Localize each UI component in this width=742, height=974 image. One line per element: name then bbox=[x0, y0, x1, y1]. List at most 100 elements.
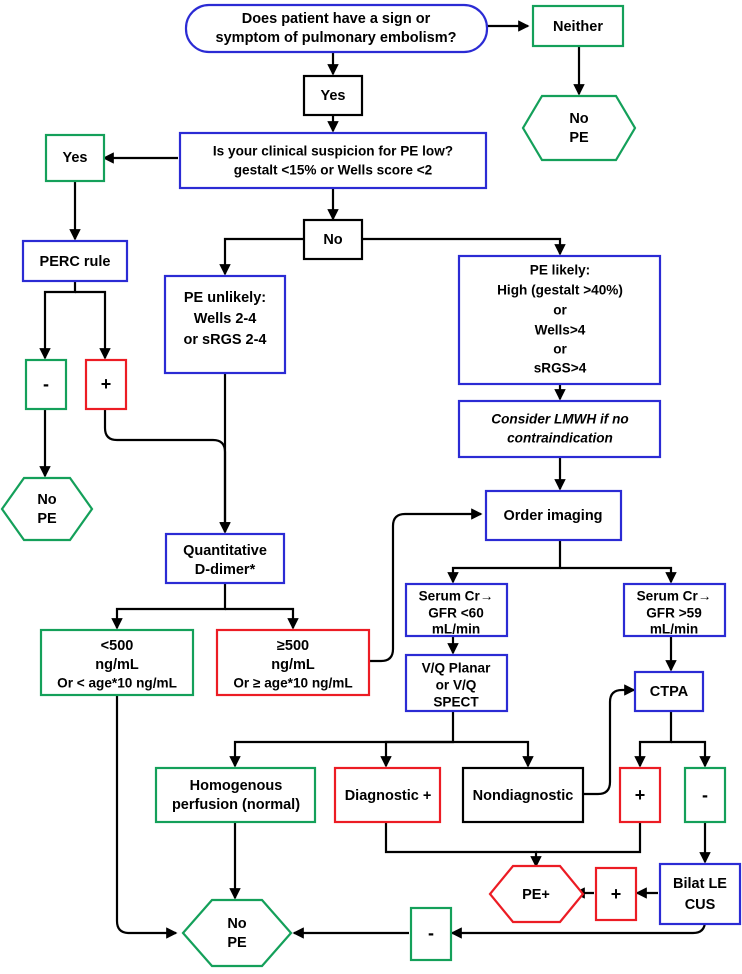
vq-line1: V/Q Planar bbox=[422, 661, 491, 676]
no-pe-bottom-shape bbox=[181, 898, 293, 968]
edge-order-imaging-to-gfr-low bbox=[447, 540, 562, 584]
d-dimer-high-line3: Or ≥ age*10 ng/mL bbox=[233, 676, 352, 691]
node-bilat-le-cus[interactable]: Bilat LE CUS bbox=[658, 862, 742, 926]
edges-layer bbox=[39, 20, 711, 939]
node-clinical-suspicion[interactable]: Is your clinical suspicion for PE low? g… bbox=[178, 131, 488, 190]
edge-no-to-pe-unlikely bbox=[219, 237, 303, 276]
bilat-cus-line1: Bilat LE bbox=[673, 876, 727, 892]
node-perc-rule[interactable]: PERC rule bbox=[21, 239, 129, 283]
node-no-pe-left[interactable]: No PE bbox=[0, 476, 94, 542]
perc-minus-label: - bbox=[43, 374, 49, 394]
d-dimer-line1: Quantitative bbox=[183, 543, 267, 559]
vq-shape bbox=[404, 653, 509, 713]
homogenous-line1: Homogenous bbox=[190, 778, 283, 794]
node-cus-plus[interactable]: + bbox=[594, 866, 638, 922]
pe-likely-line1: PE likely: bbox=[530, 263, 590, 278]
no-pe-top-line1: No bbox=[569, 111, 588, 127]
node-ctpa[interactable]: CTPA bbox=[633, 670, 705, 713]
perc-rule-label: PERC rule bbox=[40, 254, 111, 270]
node-yes-left[interactable]: Yes bbox=[44, 133, 106, 183]
node-perc-minus[interactable]: - bbox=[24, 358, 68, 411]
node-order-imaging[interactable]: Order imaging bbox=[484, 489, 623, 542]
node-homogenous-perfusion[interactable]: Homogenous perfusion (normal) bbox=[154, 766, 317, 824]
no-pe-top-line2: PE bbox=[569, 130, 589, 146]
vq-line3: SPECT bbox=[433, 695, 479, 710]
node-d-dimer-high[interactable]: ≥500 ng/mL Or ≥ age*10 ng/mL bbox=[215, 628, 371, 697]
node-root-question[interactable]: Does patient have a sign or symptom of p… bbox=[184, 3, 489, 54]
d-dimer-low-line1: <500 bbox=[101, 638, 134, 654]
pe-positive-shape bbox=[488, 864, 585, 924]
root-question-line2: symptom of pulmonary embolism? bbox=[216, 30, 457, 46]
lmwh-line2: contraindication bbox=[507, 431, 613, 446]
neither-label: Neither bbox=[553, 19, 603, 35]
node-cus-minus[interactable]: - bbox=[409, 906, 453, 962]
edge-nondiagnostic-to-ctpa bbox=[582, 684, 636, 796]
node-pe-positive[interactable]: PE+ bbox=[488, 864, 585, 924]
node-d-dimer[interactable]: Quantitative D-dimer* bbox=[164, 532, 286, 585]
nondiagnostic-shape bbox=[461, 766, 585, 824]
no-pe-top-shape bbox=[521, 94, 637, 162]
node-pe-likely[interactable]: PE likely: High (gestalt >40%) or Wells>… bbox=[457, 254, 662, 386]
node-yes-top[interactable]: Yes bbox=[302, 74, 364, 117]
no-pe-bottom-line2: PE bbox=[227, 935, 247, 951]
bilat-cus-line2: CUS bbox=[685, 897, 716, 913]
ctpa-label: CTPA bbox=[650, 684, 689, 700]
order-imaging-shape bbox=[484, 489, 623, 542]
node-no-mid[interactable]: No bbox=[302, 218, 364, 261]
edge-ddimer-to-high bbox=[225, 607, 299, 630]
ctpa-plus-label: + bbox=[635, 785, 646, 805]
node-d-dimer-low[interactable]: <500 ng/mL Or < age*10 ng/mL bbox=[39, 628, 195, 697]
ctpa-shape bbox=[633, 670, 705, 713]
gfr-high-line2: GFR >59 bbox=[646, 606, 702, 621]
node-no-pe-top[interactable]: No PE bbox=[521, 94, 637, 162]
edge-vq-to-homogenous bbox=[229, 711, 455, 768]
d-dimer-high-line1: ≥500 bbox=[277, 638, 309, 654]
pe-likely-line3: or bbox=[553, 303, 567, 318]
pe-positive-label: PE+ bbox=[522, 887, 550, 903]
perc-plus-shape bbox=[84, 358, 128, 411]
node-vq-scan[interactable]: V/Q Planar or V/Q SPECT bbox=[404, 653, 509, 713]
node-diagnostic-plus[interactable]: Diagnostic + bbox=[333, 766, 442, 824]
pe-likely-line6: sRGS>4 bbox=[534, 361, 587, 376]
d-dimer-line2: D-dimer* bbox=[195, 562, 256, 578]
diagnostic-plus-shape bbox=[333, 766, 442, 824]
suspicion-line2: gestalt <15% or Wells score <2 bbox=[234, 163, 433, 178]
yes-left-label: Yes bbox=[63, 150, 88, 166]
node-consider-lmwh[interactable]: Consider LMWH if no contraindication bbox=[457, 399, 662, 459]
lmwh-line1: Consider LMWH if no bbox=[491, 412, 628, 427]
node-pe-unlikely[interactable]: PE unlikely: Wells 2-4 or sRGS 2-4 bbox=[163, 274, 287, 375]
suspicion-line1: Is your clinical suspicion for PE low? bbox=[213, 144, 453, 159]
no-pe-bottom-line1: No bbox=[227, 916, 246, 932]
gfr-low-shape bbox=[404, 582, 509, 638]
node-ctpa-plus[interactable]: + bbox=[618, 766, 662, 824]
ctpa-minus-shape bbox=[683, 766, 727, 824]
node-gfr-low[interactable]: Serum Cr→ GFR <60 mL/min bbox=[404, 582, 509, 638]
d-dimer-shape bbox=[164, 532, 286, 585]
edge-high-ddimer-to-order-imaging bbox=[368, 508, 483, 663]
edge-perc-to-plus bbox=[75, 290, 111, 360]
edge-ddimer-to-low bbox=[111, 583, 227, 630]
gfr-high-shape bbox=[622, 582, 727, 638]
gfr-high-line1: Serum Cr→ bbox=[637, 589, 712, 604]
node-no-pe-bottom[interactable]: No PE bbox=[181, 898, 293, 968]
edge-plus-to-ddimer bbox=[103, 409, 231, 534]
node-perc-plus[interactable]: + bbox=[84, 358, 128, 411]
d-dimer-high-shape bbox=[215, 628, 371, 697]
edge-perc-to-minus bbox=[39, 272, 77, 360]
root-question-shape bbox=[184, 3, 489, 54]
vq-line2: or V/Q bbox=[436, 678, 477, 693]
node-ctpa-minus[interactable]: - bbox=[683, 766, 727, 824]
cus-minus-label: - bbox=[428, 923, 434, 943]
yes-top-label: Yes bbox=[321, 88, 346, 104]
no-pe-left-line2: PE bbox=[37, 511, 57, 527]
no-pe-left-shape bbox=[0, 476, 94, 542]
node-nondiagnostic[interactable]: Nondiagnostic bbox=[461, 766, 585, 824]
node-neither[interactable]: Neither bbox=[531, 4, 625, 48]
pe-unlikely-shape bbox=[163, 274, 287, 375]
node-gfr-high[interactable]: Serum Cr→ GFR >59 mL/min bbox=[622, 582, 727, 638]
gfr-low-line2: GFR <60 bbox=[428, 606, 484, 621]
pe-unlikely-line1: PE unlikely: bbox=[184, 290, 266, 306]
edge-no-to-pe-likely bbox=[363, 237, 566, 256]
edge-ctpa-to-minus bbox=[671, 740, 711, 768]
